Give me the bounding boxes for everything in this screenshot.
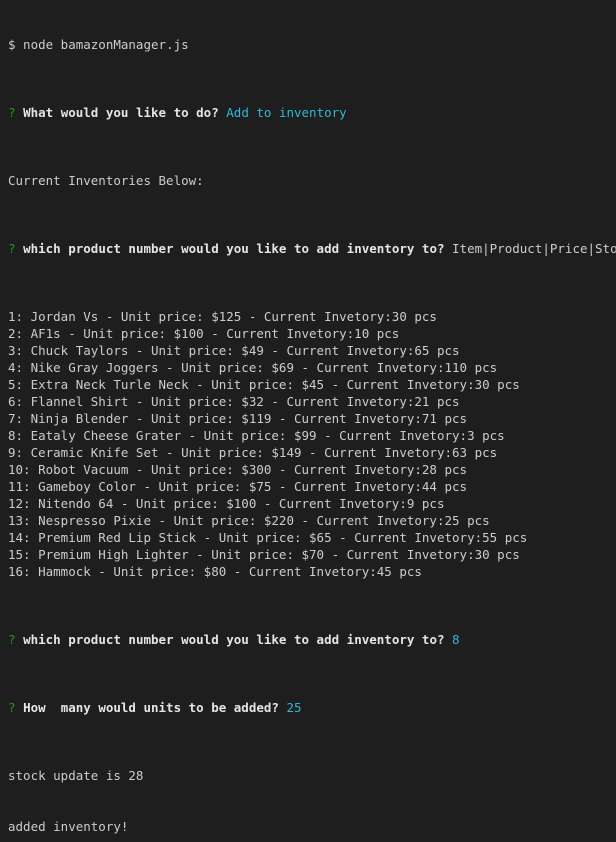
- inventory-row: 5: Extra Neck Turle Neck - Unit price: $…: [8, 377, 520, 392]
- inventory-row: 7: Ninja Blender - Unit price: $119 - Cu…: [8, 411, 468, 426]
- prompt-answer: 8: [452, 632, 460, 647]
- output-line: stock update is 28: [8, 768, 144, 783]
- prompt-question: which product number would you like to a…: [23, 241, 445, 256]
- prompt-question: How many would units to be added?: [23, 700, 279, 715]
- question-mark: ?: [8, 700, 16, 715]
- inventory-row: 3: Chuck Taylors - Unit price: $49 - Cur…: [8, 343, 460, 358]
- prompt-question: which product number would you like to a…: [23, 632, 445, 647]
- question-mark: ?: [8, 105, 16, 120]
- inventory-row: 11: Gameboy Color - Unit price: $75 - Cu…: [8, 479, 468, 494]
- inventory-row: 6: Flannel Shirt - Unit price: $32 - Cur…: [8, 394, 460, 409]
- prompt-units: ? How many would units to be added? 25: [8, 699, 616, 716]
- question-mark: ?: [8, 632, 16, 647]
- inventory-row: 9: Ceramic Knife Set - Unit price: $149 …: [8, 445, 498, 460]
- inventory-row: 16: Hammock - Unit price: $80 - Current …: [8, 564, 422, 579]
- inventory-row: 2: AF1s - Unit price: $100 - Current Inv…: [8, 326, 400, 341]
- prompt-question: What would you like to do?: [23, 105, 219, 120]
- inventory-row: 14: Premium Red Lip Stick - Unit price: …: [8, 530, 528, 545]
- prompt-answer: 25: [286, 700, 302, 715]
- prompt-product-select: ? which product number would you like to…: [8, 240, 616, 257]
- prompt-answer: Add to inventory: [226, 105, 347, 120]
- inventory-row: 12: Nitendo 64 - Unit price: $100 - Curr…: [8, 496, 445, 511]
- column-legend: Item|Product|Price|Stock: [452, 241, 616, 256]
- inventory-header: Current Inventories Below:: [8, 173, 204, 188]
- inventory-list: 1: Jordan Vs - Unit price: $125 - Curren…: [8, 308, 616, 580]
- prompt-action: ? What would you like to do? Add to inve…: [8, 104, 616, 121]
- inventory-row: 8: Eataly Cheese Grater - Unit price: $9…: [8, 428, 505, 443]
- output-line: added inventory!: [8, 819, 129, 834]
- inventory-row: 10: Robot Vacuum - Unit price: $300 - Cu…: [8, 462, 468, 477]
- inventory-row: 1: Jordan Vs - Unit price: $125 - Curren…: [8, 309, 437, 324]
- inventory-row: 4: Nike Gray Joggers - Unit price: $69 -…: [8, 360, 498, 375]
- prompt-product-answered: ? which product number would you like to…: [8, 631, 616, 648]
- inventory-row: 15: Premium High Lighter - Unit price: $…: [8, 547, 520, 562]
- command-line: $ node bamazonManager.js: [8, 37, 189, 52]
- inventory-row: 13: Nespresso Pixie - Unit price: $220 -…: [8, 513, 490, 528]
- question-mark: ?: [8, 241, 16, 256]
